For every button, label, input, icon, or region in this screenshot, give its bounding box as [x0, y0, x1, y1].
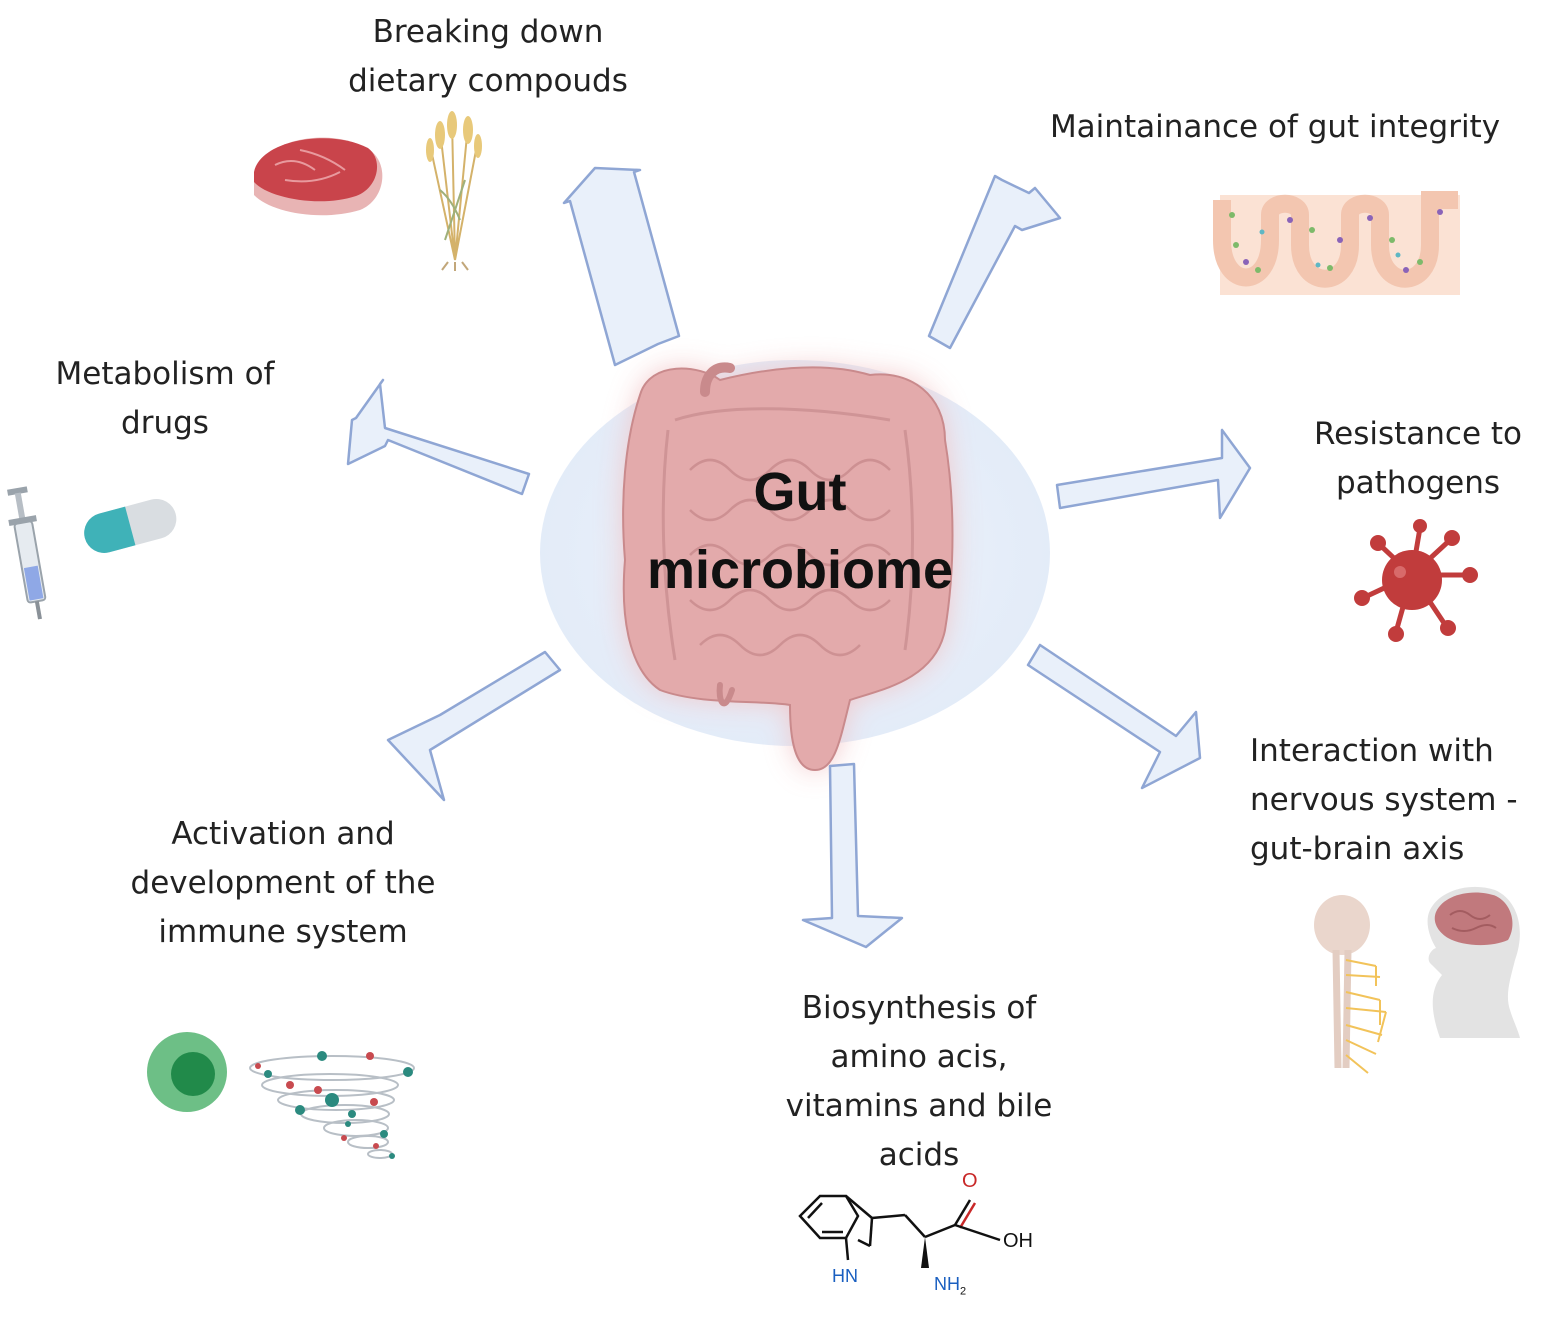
pill-icon	[84, 498, 177, 553]
molecule-oh-label: OH	[1003, 1230, 1033, 1252]
meat-icon	[254, 137, 383, 216]
arrow-to-metabolism	[346, 378, 531, 496]
label-biosynthesis: Biosynthesis of amino acis, vitamins and…	[785, 990, 1053, 1173]
label-metabolism: Metabolism of drugs	[55, 356, 275, 441]
immune-cell-icon	[147, 1032, 227, 1112]
label-immune: Activation and development of the immune…	[130, 816, 436, 950]
molecule-nh-text: NH	[934, 1274, 960, 1294]
arrow-to-nervous	[1026, 643, 1202, 790]
head-brain-icon	[1427, 886, 1520, 1038]
arrow-to-breaking-down	[562, 166, 681, 367]
spinal-cord-icon	[1314, 895, 1387, 1074]
molecule-hn-label: HN	[832, 1266, 858, 1286]
arrows	[346, 166, 1252, 949]
arrow-to-biosynthesis	[801, 762, 904, 949]
label-breaking-down: Breaking down dietary compouds	[348, 14, 628, 99]
label-gut-integrity: Maintainance of gut integrity	[1049, 109, 1501, 145]
arrow-to-resistance	[1055, 428, 1252, 520]
tryptophan-molecule-icon	[798, 1194, 1001, 1268]
arrow-to-immune	[386, 650, 562, 802]
pathogen-icon	[1354, 519, 1478, 642]
wheat-icon	[426, 111, 482, 271]
label-resistance: Resistance to pathogens	[1313, 416, 1523, 501]
molecule-o-label: O	[962, 1170, 978, 1192]
center-title: Gut microbiome	[646, 462, 954, 600]
cytokine-storm-icon	[249, 1051, 415, 1159]
syringe-icon	[7, 486, 47, 620]
molecule-nh-subscript: 2	[960, 1285, 967, 1298]
villi-icon	[1213, 191, 1460, 295]
molecule-nh2-label: NH2	[934, 1274, 966, 1298]
label-nervous: Interaction with nervous system - gut-br…	[1250, 733, 1518, 867]
intestine-icon	[622, 362, 954, 772]
arrow-to-gut-integrity	[927, 174, 1062, 350]
